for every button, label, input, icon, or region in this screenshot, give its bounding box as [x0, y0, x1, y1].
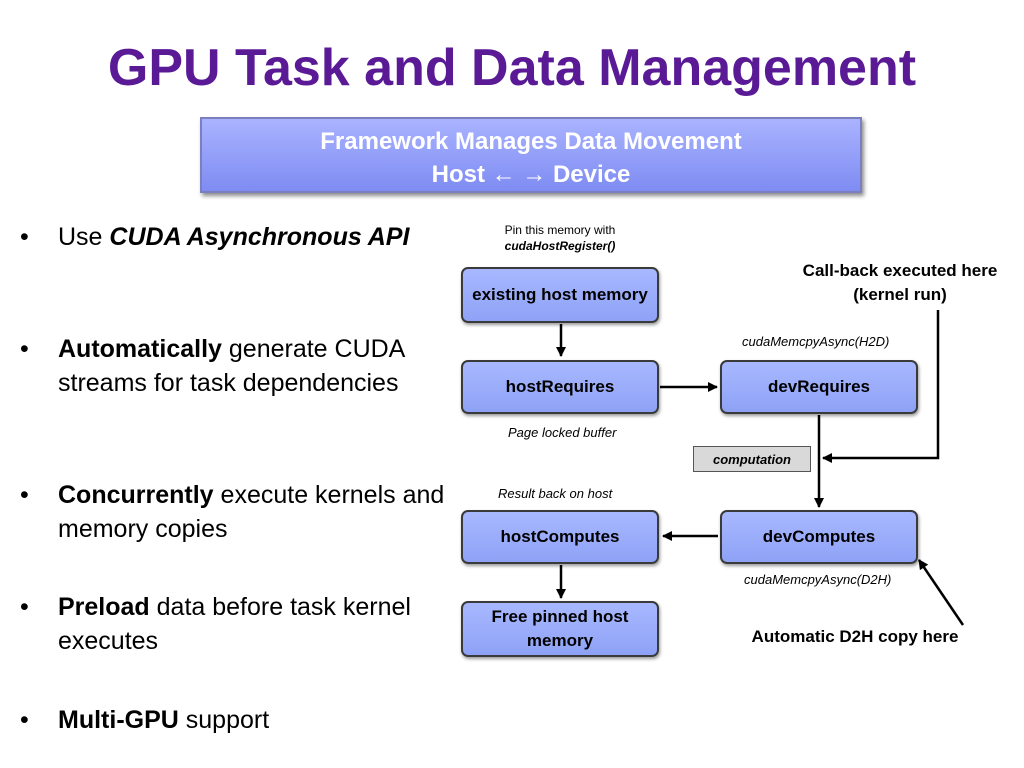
bullet-emphasis: Multi-GPU [58, 706, 179, 734]
memcpy-h2d-label: cudaMemcpyAsync(H2D) [742, 334, 890, 349]
bullet-dot: • [20, 335, 29, 363]
bullet-dot: • [20, 223, 29, 251]
bullet-dot: • [20, 706, 29, 734]
bullet-emphasis: Preload [58, 593, 150, 621]
arrow-auto-d2h [917, 559, 965, 626]
bullet-emphasis: Concurrently [58, 481, 214, 509]
slide-title: GPU Task and Data Management [107, 39, 917, 97]
pin-memory-note: Pin this memory with cudaHostRegister() [470, 222, 650, 254]
arrow-callback [822, 310, 940, 463]
bullet-item: • Concurrently execute kernels and memor… [20, 478, 450, 546]
node-host-computes: hostComputes [461, 510, 659, 564]
banner: Framework Manages Data Movement Host ← →… [200, 117, 862, 193]
result-back-label: Result back on host [498, 486, 613, 501]
bullet-text: execute kernels and memory copies [58, 481, 445, 543]
computation-box: computation [693, 446, 811, 472]
callback-note: Call-back executed here (kernel run) [784, 259, 1016, 307]
banner-line-1: Framework Manages Data Movement [320, 128, 742, 155]
node-dev-computes: devComputes [720, 510, 918, 564]
node-host-requires: hostRequires [461, 360, 659, 414]
callback-line-1: Call-back executed here [802, 261, 998, 280]
bullet-dot: • [20, 481, 29, 509]
bullet-item: • Multi-GPU support [20, 703, 450, 737]
pin-note-line-1: Pin this memory with [504, 223, 616, 237]
bullet-item: • Preload data before task kernel execut… [20, 590, 450, 658]
bullet-text: generate CUDA streams for task dependenc… [58, 335, 404, 397]
callback-line-2: (kernel run) [853, 285, 947, 304]
bullet-item: • Use CUDA Asynchronous API [20, 220, 450, 254]
page-locked-label: Page locked buffer [508, 425, 617, 440]
bullet-emphasis: Automatically [58, 335, 222, 363]
memcpy-d2h-label: cudaMemcpyAsync(D2H) [744, 572, 892, 587]
bullet-emphasis: CUDA Asynchronous API [109, 223, 410, 251]
pin-note-line-2: cudaHostRegister() [504, 239, 616, 253]
bullet-text: Use [58, 223, 110, 251]
bullet-text: support [178, 706, 270, 734]
node-free-pinned-host-memory: Free pinned host memory [461, 601, 659, 657]
node-dev-requires: devRequires [720, 360, 918, 414]
bullet-text: data before task kernel executes [58, 593, 411, 655]
node-existing-host-memory: existing host memory [461, 267, 659, 323]
banner-line-2: Host ← → Device [431, 161, 631, 188]
auto-d2h-note: Automatic D2H copy here [751, 627, 959, 646]
bullet-dot: • [20, 593, 29, 621]
bullet-item: • Automatically generate CUDA streams fo… [20, 332, 450, 400]
